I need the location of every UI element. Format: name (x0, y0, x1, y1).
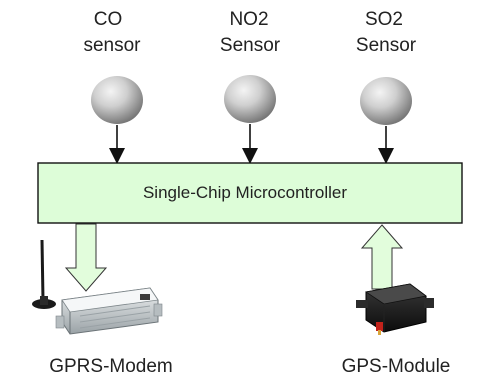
co-sensor-label-line1: CO (94, 9, 123, 30)
microcontroller-label: Single-Chip Microcontroller (143, 183, 347, 202)
so2-sensor-icon (360, 77, 412, 125)
no2-sensor-label-line2: Sensor (220, 35, 281, 56)
no2-sensor-icon (224, 75, 276, 123)
gprs-modem-label: GPRS-Modem (49, 356, 173, 377)
co-sensor-icon (91, 76, 143, 124)
mcu-to-gprs-arrow (64, 223, 108, 292)
gprs-modem-icon (32, 239, 163, 335)
co-sensor-label-line2: sensor (83, 35, 141, 56)
microcontroller-box (37, 162, 463, 224)
gps-to-mcu-arrow (360, 224, 404, 290)
gps-module-label: GPS-Module (342, 356, 451, 377)
so2-sensor-label-line1: SO2 (365, 9, 403, 30)
no2-sensor-label-line1: NO2 (229, 9, 268, 30)
so2-sensor-label-line2: Sensor (356, 35, 417, 56)
gps-module-icon (356, 283, 434, 335)
